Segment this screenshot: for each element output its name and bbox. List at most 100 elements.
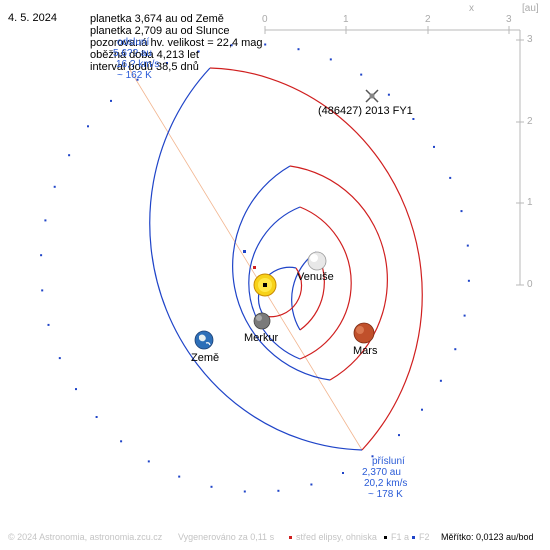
footer-copyright[interactable]: © 2024 Astronomia, astronomia.zcu.cz [8,532,163,542]
interval-points [40,43,470,493]
right-axis-tick-2: 2 [527,116,533,127]
right-axis-tick-1: 1 [527,197,533,208]
interval-point [264,43,267,46]
asteroid-orbit-blue [149,67,363,451]
aphelion-title: odsluní [117,37,150,48]
footer-generated: Vygenerováno za 0,11 s [178,532,275,542]
mars-label: Mars [353,345,378,357]
footer: © 2024 Astronomia, astronomia.zcu.cz Vyg… [0,532,550,548]
interval-point [95,416,98,418]
interval-point [243,490,246,493]
interval-point [44,219,47,222]
earth-label: Země [191,352,220,364]
info-line-magnitude: pozorovaná hv. velikost = 22,4 mag [90,37,263,49]
interval-point [449,176,452,179]
ellipse-center-marker [253,266,256,269]
right-axis-tick-0: 0 [527,279,533,290]
mars-icon [353,322,375,344]
interval-point [87,125,89,128]
interval-point [210,485,213,488]
mercury-label: Merkur [244,332,279,344]
interval-point [47,323,50,326]
right-axis [516,30,524,286]
interval-point [230,44,233,47]
close-icon[interactable]: x [469,3,474,14]
interval-point [110,99,112,102]
info-line-interval: interval bodů 38,5 dnů [90,61,199,73]
interval-point [277,489,280,492]
earth-orbit-blue [248,206,301,360]
venus-label: Venuše [297,271,334,283]
apsis-line [129,69,363,451]
info-block: planetka 3,674 au od Země planetka 2,709… [90,13,263,73]
info-line-period: oběžná doba 4,213 let [90,49,199,61]
center-marker-swatch [289,535,292,539]
right-axis-tick-3: 3 [527,34,533,45]
top-axis-tick-3: 3 [506,14,512,25]
mars-orbit-blue [232,165,331,381]
top-axis-tick-1: 1 [343,14,349,25]
interval-point [460,210,463,213]
earth-icon [194,330,214,350]
mars-orbit-red [289,165,388,381]
perihelion-distance: 2,370 au [362,467,401,478]
interval-point [40,254,43,257]
interval-point [197,50,200,53]
info-line-earth-distance: planetka 3,674 au od Země [90,13,224,25]
footer-scale: Měřítko: 0,0123 au/bod [441,532,534,542]
interval-point [439,379,442,382]
perihelion-title: přísluní [372,456,405,467]
aphelion-label: odsluní 5,6?? au 16,? km/s ~ 162 K [113,37,159,81]
interval-point [166,62,168,64]
footer-f2: F2 [412,532,430,542]
f1-swatch [384,535,387,539]
interval-point [53,185,56,188]
interval-point [58,357,61,360]
aphelion-distance: 5,6?? au [113,48,152,59]
interval-point [342,472,344,474]
interval-point [178,475,181,478]
date-label: 4. 5. 2024 [8,12,57,24]
interval-point [466,244,469,247]
interval-point [310,483,313,486]
earth-orbit-red [299,206,352,360]
interval-point [463,314,466,317]
sun-icon [253,273,277,297]
interval-point [329,58,332,61]
top-axis-tick-2: 2 [425,14,431,25]
perihelion-temperature: ~ 178 K [368,489,403,500]
interval-point [136,78,139,81]
f2-swatch [412,535,415,539]
footer-center-legend: střed elipsy, ohniska [289,532,377,542]
footer-f1-text: F1 a [391,532,410,542]
interval-point [371,455,374,458]
mercury-icon [253,312,271,330]
perihelion-velocity: 20,2 km/s [364,478,408,489]
interval-point [147,460,150,463]
aphelion-temperature: ~ 162 K [117,70,152,81]
footer-center-text: střed elipsy, ohniska [296,532,377,542]
mercury-orbit-red [263,267,303,318]
asteroid-marker-icon [365,89,379,103]
interval-point [387,93,390,96]
footer-f1: F1 a [384,532,409,542]
interval-point [412,118,415,120]
perihelion-label: přísluní 2,370 au 20,2 km/s ~ 178 K [362,456,407,500]
interval-point [75,388,77,391]
interval-point [360,73,363,76]
interval-point [41,289,44,292]
footer-f2-text: F2 [419,532,430,542]
interval-point [454,348,457,351]
interval-point [398,434,400,437]
axis-unit-label: [au] [522,3,539,14]
interval-point [421,408,423,411]
interval-point [467,279,470,282]
venus-icon [307,251,327,271]
asteroid-orbit-red [209,67,423,451]
aphelion-velocity: 16,? km/s [116,59,160,70]
focus-f2-marker [243,250,246,253]
top-axis-tick-0: 0 [262,14,268,25]
interval-point [433,145,435,148]
top-axis [264,26,520,34]
